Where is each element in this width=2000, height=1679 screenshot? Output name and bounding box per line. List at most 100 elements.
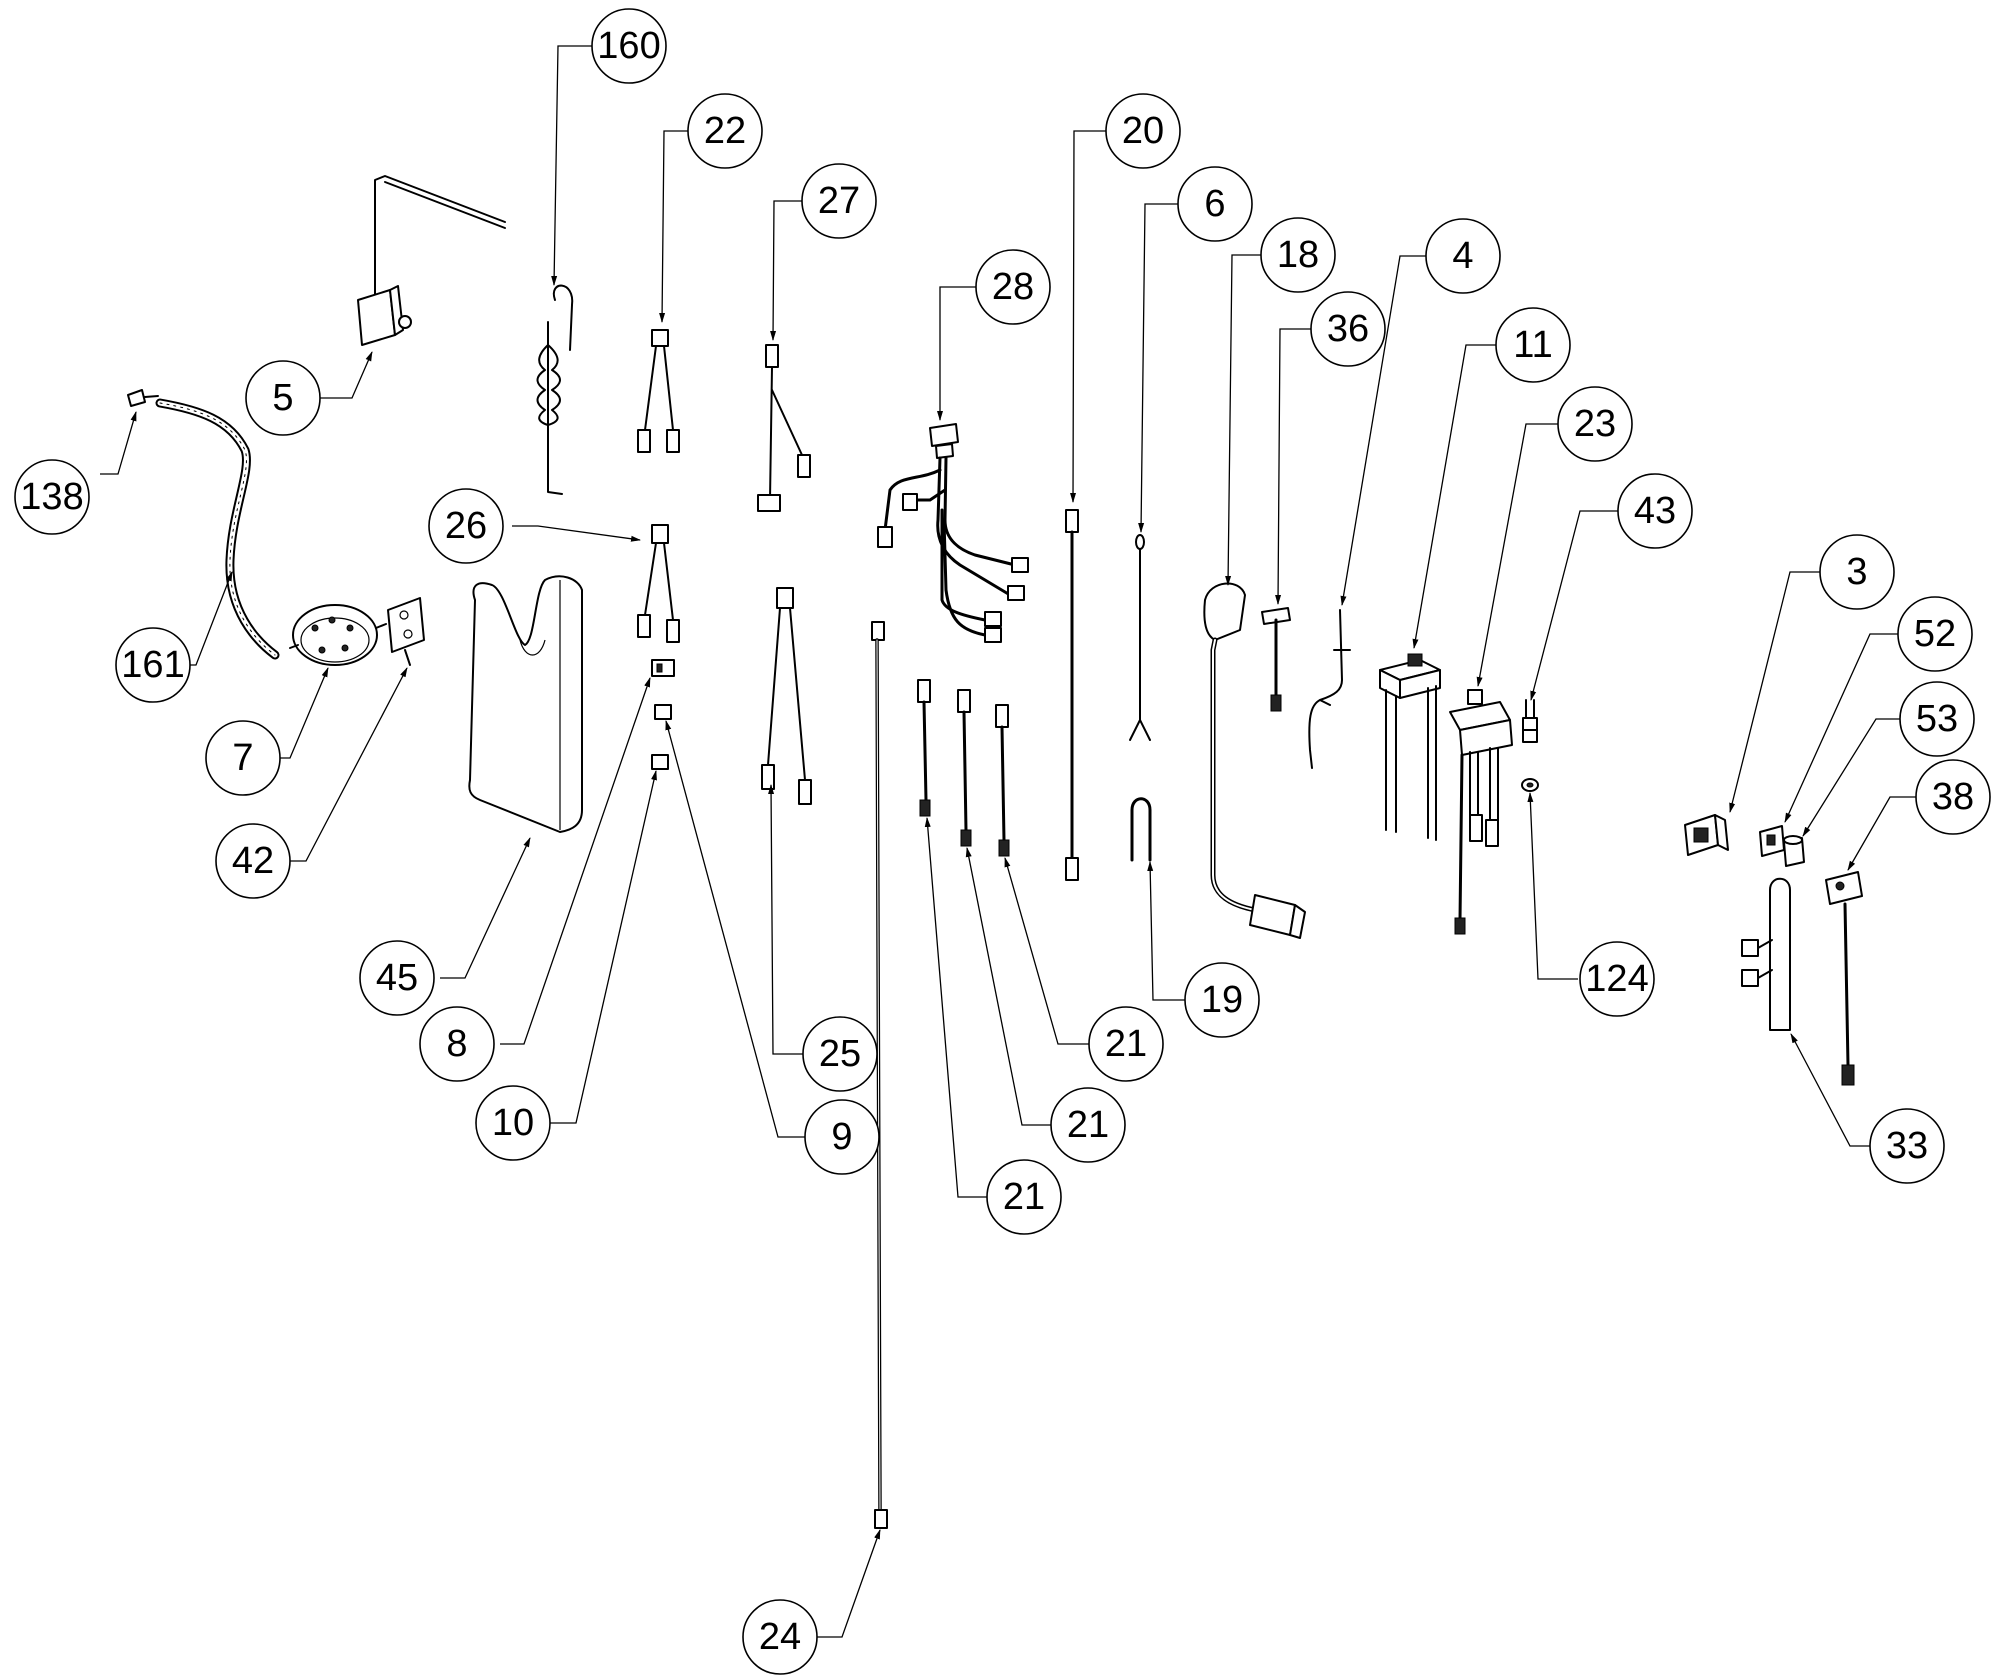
part-21-wire-a [917, 679, 931, 817]
callout-label: 27 [818, 180, 860, 222]
part-22-wire [637, 329, 680, 453]
callout-label: 21 [1105, 1023, 1147, 1065]
part-9-plug [654, 704, 672, 720]
callout-label: 43 [1634, 490, 1676, 532]
callout-161: 161 [115, 627, 191, 703]
callout-4: 4 [1425, 218, 1501, 294]
callout-28: 28 [975, 249, 1051, 325]
callout-138: 138 [14, 459, 90, 535]
callout-label: 28 [992, 266, 1034, 308]
part-20-wire [1065, 509, 1079, 881]
callout-label: 7 [232, 737, 253, 779]
callout-label: 45 [376, 957, 418, 999]
part-24-wire [871, 621, 888, 1529]
callout-52: 52 [1897, 596, 1973, 672]
callout-5: 5 [245, 360, 321, 436]
callout-label: 11 [1513, 324, 1552, 366]
callout-26: 26 [428, 488, 504, 564]
callout-label: 160 [597, 25, 660, 67]
part-3-switch [1684, 814, 1729, 856]
callout-33: 33 [1869, 1108, 1945, 1184]
callout-160: 160 [591, 8, 667, 84]
callout-label: 138 [20, 476, 83, 518]
part-7-pressure-switch [289, 604, 387, 666]
part-42-bracket [387, 597, 425, 666]
part-28-harness [877, 423, 1029, 643]
callout-label: 36 [1327, 308, 1369, 350]
callout-42: 42 [215, 823, 291, 899]
callout-label: 161 [121, 644, 184, 686]
callout-43: 43 [1617, 473, 1693, 549]
part-18-power-cord [1203, 582, 1306, 939]
part-21-wire-c [995, 704, 1010, 857]
part-4-electrode [1308, 609, 1351, 769]
callout-label: 20 [1122, 110, 1164, 152]
callout-19: 19 [1184, 962, 1260, 1038]
callout-27: 27 [801, 163, 877, 239]
callout-label: 8 [446, 1023, 467, 1065]
part-138-connector [127, 389, 159, 407]
part-23-element [1449, 689, 1513, 935]
callout-label: 24 [759, 1616, 801, 1658]
callout-11: 11 [1495, 307, 1571, 383]
callout-18: 18 [1260, 217, 1336, 293]
callout-24: 24 [742, 1599, 818, 1675]
part-25-wire [761, 587, 812, 805]
callout-25: 25 [802, 1016, 878, 1092]
callout-label: 52 [1914, 613, 1956, 655]
callout-22: 22 [687, 93, 763, 169]
part-45-pad [468, 575, 583, 833]
callout-label: 3 [1846, 551, 1867, 593]
part-19-hook [1130, 797, 1152, 862]
part-160-spring [536, 284, 574, 495]
callout-6: 6 [1177, 166, 1253, 242]
part-52-clip [1759, 825, 1785, 857]
callout-7: 7 [205, 720, 281, 796]
part-124-nut [1521, 778, 1539, 792]
callout-label: 21 [1067, 1104, 1109, 1146]
callout-label: 6 [1204, 183, 1225, 225]
callout-label: 21 [1003, 1176, 1045, 1218]
callout-124: 124 [1579, 941, 1655, 1017]
callout-38: 38 [1915, 759, 1991, 835]
callout-label: 38 [1932, 776, 1974, 818]
callout-21-a: 21 [1088, 1006, 1164, 1082]
part-53-cap [1783, 835, 1805, 867]
part-36-connector [1261, 607, 1291, 712]
part-11-element [1379, 653, 1441, 841]
callout-label: 23 [1574, 403, 1616, 445]
callout-21-b: 21 [1050, 1087, 1126, 1163]
part-10-plug [651, 754, 669, 770]
part-5-thermostat [357, 175, 506, 346]
callout-label: 22 [704, 110, 746, 152]
part-21-wire-b [957, 689, 972, 847]
callout-20: 20 [1105, 93, 1181, 169]
callout-8: 8 [419, 1006, 495, 1082]
callout-23: 23 [1557, 386, 1633, 462]
part-27-wire [757, 344, 811, 512]
callout-label: 26 [445, 505, 487, 547]
callout-53: 53 [1899, 681, 1975, 757]
callout-label: 42 [232, 840, 274, 882]
leader-lines [100, 45, 1916, 1638]
callout-label: 4 [1452, 235, 1473, 277]
part-26-wire [637, 524, 680, 643]
callout-label: 18 [1277, 234, 1319, 276]
callout-label: 9 [831, 1116, 852, 1158]
callout-9: 9 [804, 1099, 880, 1175]
part-6-sensor [1129, 534, 1151, 741]
callout-label: 10 [492, 1102, 534, 1144]
callout-3: 3 [1819, 534, 1895, 610]
part-43-fitting [1522, 699, 1538, 743]
callout-10: 10 [475, 1085, 551, 1161]
callout-21-c: 21 [986, 1159, 1062, 1235]
callout-label: 19 [1201, 979, 1243, 1021]
part-8-plug [651, 659, 675, 677]
callout-label: 25 [819, 1033, 861, 1075]
part-161-hose [155, 398, 280, 660]
callout-label: 124 [1585, 958, 1648, 1000]
callout-45: 45 [359, 940, 435, 1016]
callout-label: 53 [1916, 698, 1958, 740]
callout-36: 36 [1310, 291, 1386, 367]
